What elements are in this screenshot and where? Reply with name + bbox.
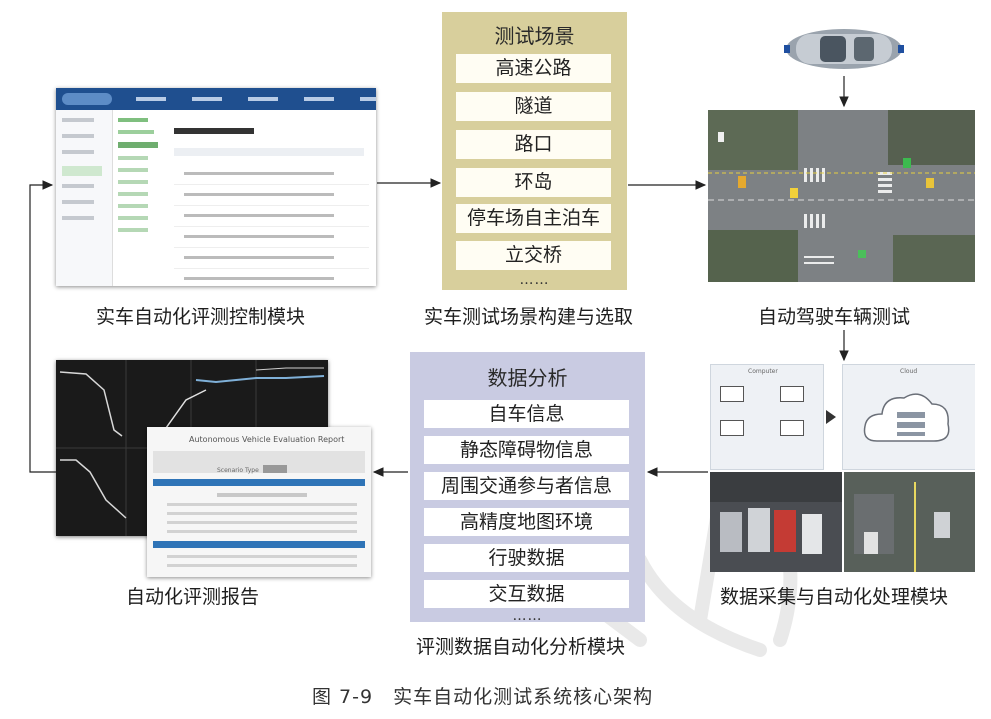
data-collection-image: Computer Cloud bbox=[710, 364, 975, 572]
transfer-arrow-icon bbox=[826, 410, 836, 424]
scenario-item-roundabout: 环岛 bbox=[456, 168, 611, 197]
parking-photo-right bbox=[844, 472, 975, 572]
analysis-item-hd-map: 高精度地图环境 bbox=[424, 508, 629, 536]
control-logo bbox=[62, 93, 112, 105]
scenario-more-dots: …… bbox=[519, 272, 550, 288]
scenario-item-tunnel: 隧道 bbox=[456, 92, 611, 121]
report-page-screenshot: Autonomous Vehicle Evaluation Report Sce… bbox=[147, 427, 371, 577]
scenario-panel-title: 测试场景 bbox=[494, 24, 575, 48]
vehicle-test-caption: 自动驾驶车辆测试 bbox=[758, 306, 911, 328]
report-gray-band bbox=[153, 451, 365, 473]
control-filter-bar bbox=[174, 148, 364, 156]
report-blue-bar-2 bbox=[153, 541, 365, 548]
scenario-item-highway: 高速公路 bbox=[456, 54, 611, 83]
analysis-item-ego: 自车信息 bbox=[424, 400, 629, 428]
report-scenario-type-select bbox=[263, 465, 287, 473]
scenario-item-overpass: 立交桥 bbox=[456, 241, 611, 270]
computer-box bbox=[710, 364, 824, 470]
scenario-item-intersection: 路口 bbox=[456, 130, 611, 159]
collection-caption: 数据采集与自动化处理模块 bbox=[720, 586, 949, 608]
control-topbar-menu bbox=[136, 97, 376, 101]
analysis-panel: 数据分析 自车信息 静态障碍物信息 周围交通参与者信息 高精度地图环境 行驶数据… bbox=[410, 352, 645, 624]
control-table bbox=[174, 164, 369, 286]
report-caption: 自动化评测报告 bbox=[126, 586, 260, 608]
car-top-view bbox=[784, 29, 904, 69]
report-table-1 bbox=[167, 493, 357, 533]
control-table-header bbox=[174, 128, 254, 134]
intersection-drawing bbox=[708, 110, 975, 282]
control-sidebar-items bbox=[62, 118, 102, 220]
report-table-2 bbox=[167, 555, 357, 567]
analysis-item-driving-data: 行驶数据 bbox=[424, 544, 629, 572]
intersection-aerial-image bbox=[708, 110, 975, 282]
analysis-item-static-obstacles: 静态障碍物信息 bbox=[424, 436, 629, 464]
report-title: Autonomous Vehicle Evaluation Report bbox=[189, 435, 345, 444]
computer-inner-boxes bbox=[720, 386, 744, 436]
computer-inner-boxes-right bbox=[780, 386, 804, 436]
analysis-item-traffic-participants: 周围交通参与者信息 bbox=[424, 472, 629, 500]
report-scenario-type-label: Scenario Type bbox=[217, 467, 259, 474]
control-tree bbox=[118, 118, 168, 232]
control-sidebar bbox=[56, 110, 113, 286]
report-blue-bar-1 bbox=[153, 479, 365, 486]
analysis-caption: 评测数据自动化分析模块 bbox=[416, 636, 626, 658]
control-module-screenshot bbox=[56, 88, 376, 286]
cloud-label: Cloud bbox=[900, 368, 918, 375]
analysis-more-dots: …… bbox=[512, 608, 543, 624]
cloud-icon bbox=[863, 393, 950, 442]
scenario-caption: 实车测试场景构建与选取 bbox=[424, 306, 634, 328]
analysis-panel-title: 数据分析 bbox=[487, 366, 568, 390]
parking-photo-left bbox=[710, 472, 842, 572]
computer-label: Computer bbox=[748, 368, 778, 375]
control-module-caption: 实车自动化评测控制模块 bbox=[96, 306, 306, 328]
figure-caption: 图 7-9 实车自动化测试系统核心架构 bbox=[312, 686, 654, 708]
scenario-panel: 测试场景 高速公路 隧道 路口 环岛 停车场自主泊车 立交桥 …… bbox=[442, 12, 627, 290]
scenario-item-parking: 停车场自主泊车 bbox=[456, 204, 611, 233]
analysis-item-interaction-data: 交互数据 bbox=[424, 580, 629, 608]
